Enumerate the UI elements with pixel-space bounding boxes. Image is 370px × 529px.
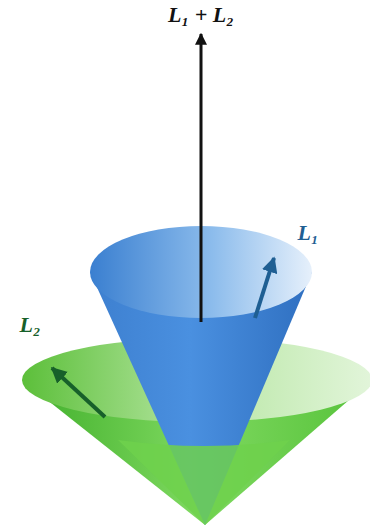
sum-vector bbox=[200, 34, 203, 322]
l1-label: L₁ bbox=[297, 222, 318, 244]
green-cone-front bbox=[118, 440, 290, 525]
l2-vector bbox=[52, 368, 105, 417]
l2-label: L₂ bbox=[19, 314, 40, 336]
l1-vector bbox=[255, 258, 274, 318]
sum-label: L₁ + L₂ bbox=[168, 4, 234, 26]
